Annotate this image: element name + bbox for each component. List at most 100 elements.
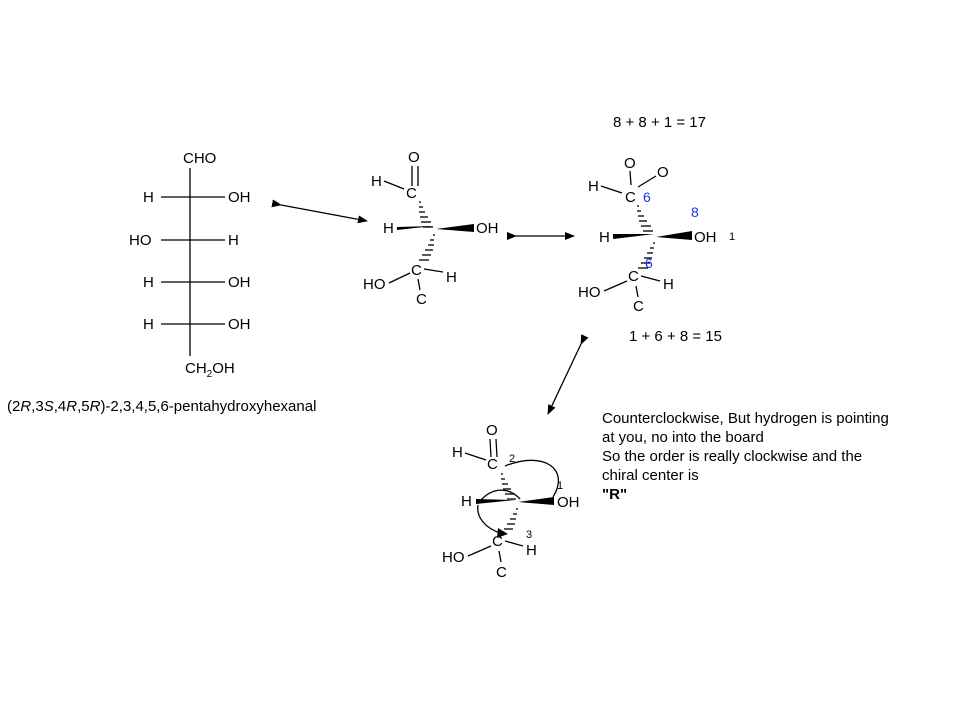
molecule-wedge-dash: O H C H OH C H HO C (363, 149, 499, 308)
atom-c: C (628, 268, 639, 285)
single-bond (388, 272, 411, 284)
fischer-projection: CHO H OH HO H H OH H OH CH2OH (2R,3S,4R,… (7, 150, 316, 415)
single-bond (498, 550, 502, 563)
single-bond (417, 278, 421, 291)
priority-aldehyde-carbon: 6 (643, 189, 651, 205)
atom-ho: HO (363, 276, 386, 293)
iupac-name-part: ,5 (77, 398, 90, 415)
fischer-row-left: H (143, 316, 154, 333)
fischer-row-right: OH (228, 274, 251, 291)
atom-h: H (461, 493, 472, 510)
resonance-arrows (271, 199, 589, 415)
note-line: So the order is really clockwise and the (602, 448, 863, 465)
atom-c: C (406, 185, 417, 202)
note-line: Counterclockwise, But hydrogen is pointi… (602, 410, 889, 427)
iupac-name-part: R (90, 398, 101, 415)
single-bond (629, 170, 632, 186)
fischer-row-right: H (228, 232, 239, 249)
fischer-row-left: HO (129, 232, 152, 249)
note-line: chiral center is (602, 467, 699, 484)
explanation-note: Counterclockwise, But hydrogen is pointi… (602, 409, 957, 504)
wedge-bond (436, 224, 474, 232)
atom-ho: HO (578, 284, 601, 301)
single-bond (423, 268, 444, 273)
hash-bond (419, 234, 435, 261)
sum-top: 8 + 8 + 1 = 17 (613, 114, 706, 131)
double-bond (495, 438, 498, 458)
single-bond (637, 175, 657, 188)
fischer-top-label: CHO (183, 150, 216, 167)
single-bond (504, 540, 524, 547)
iupac-name-part: ,3 (31, 398, 44, 415)
hash-bond (419, 201, 433, 228)
atom-c: C (416, 291, 427, 308)
atom-h: H (371, 173, 382, 190)
iupac-name-part: R (66, 398, 77, 415)
single-bond (464, 452, 487, 461)
atom-oh: OH (557, 494, 580, 511)
rotation-number: 1 (557, 480, 563, 492)
atom-h: H (383, 220, 394, 237)
atom-c: C (487, 456, 498, 473)
molecule-rotation: O H C 2 1 H OH C 3 (442, 422, 580, 581)
atom-ho: HO (442, 549, 465, 566)
atom-h: H (663, 276, 674, 293)
priority-hydrogen: 1 (729, 231, 735, 243)
priority-oh: 8 (691, 204, 699, 220)
atom-c: C (411, 262, 422, 279)
double-arrow (271, 199, 368, 224)
hash-bond (637, 205, 653, 232)
hash-bond (501, 473, 516, 500)
fischer-row-right: OH (228, 316, 251, 333)
rotation-arrowhead (497, 528, 508, 538)
iupac-name-part: ,4 (54, 398, 67, 415)
iupac-name-part: )-2,3,4,5,6-pentahydroxyhexanal (100, 398, 316, 415)
atom-h: H (526, 542, 537, 559)
fischer-row-left: H (143, 274, 154, 291)
fischer-row-left: H (143, 189, 154, 206)
priority-lower-carbon: 6 (645, 255, 653, 271)
sum-bottom: 1 + 6 + 8 = 15 (629, 328, 722, 345)
atom-oh: OH (694, 229, 717, 246)
fischer-bottom-sub: 2 (207, 369, 213, 380)
single-bond (640, 275, 661, 282)
rotation-number: 2 (509, 453, 515, 465)
atom-h: H (599, 229, 610, 246)
wedge-bond (397, 226, 433, 230)
atom-h: H (446, 269, 457, 286)
wedge-bond (656, 231, 692, 240)
hash-bond (504, 508, 518, 530)
atom-c: C (633, 298, 644, 315)
fischer-bottom-ch: CH (185, 360, 207, 377)
fischer-bottom-oh: OH (212, 360, 235, 377)
note-line: at you, no into the board (602, 429, 764, 446)
wedge-bond (476, 499, 515, 504)
rotation-arc (504, 459, 559, 498)
double-arrow (547, 334, 589, 415)
single-bond (635, 285, 639, 298)
atom-o: O (486, 422, 498, 439)
wedge-bond (518, 497, 554, 505)
molecule-with-priorities: 8 + 8 + 1 = 17 O O H C 6 8 H OH 1 (578, 114, 735, 345)
iupac-name-prefix: (2 (7, 398, 20, 415)
atom-c: C (625, 189, 636, 206)
fischer-row-right: OH (228, 189, 251, 206)
hash-bond (638, 242, 655, 269)
iupac-name: (2R,3S,4R,5R)-2,3,4,5,6-pentahydroxyhexa… (7, 398, 316, 415)
single-bond (467, 545, 492, 557)
atom-c: C (492, 533, 503, 550)
atom-h: H (452, 444, 463, 461)
rotation-arc (480, 489, 521, 501)
single-bond (383, 180, 405, 190)
rotation-number: 3 (526, 529, 532, 541)
single-bond (603, 280, 628, 292)
rotation-arc (477, 504, 501, 534)
fischer-bottom-label: CH2OH (185, 360, 235, 380)
atom-h: H (588, 178, 599, 195)
iupac-name-part: S (44, 398, 54, 415)
wedge-bond (613, 234, 654, 239)
atom-c: C (496, 564, 507, 581)
atom-oh: OH (476, 220, 499, 237)
double-bond (489, 438, 492, 458)
